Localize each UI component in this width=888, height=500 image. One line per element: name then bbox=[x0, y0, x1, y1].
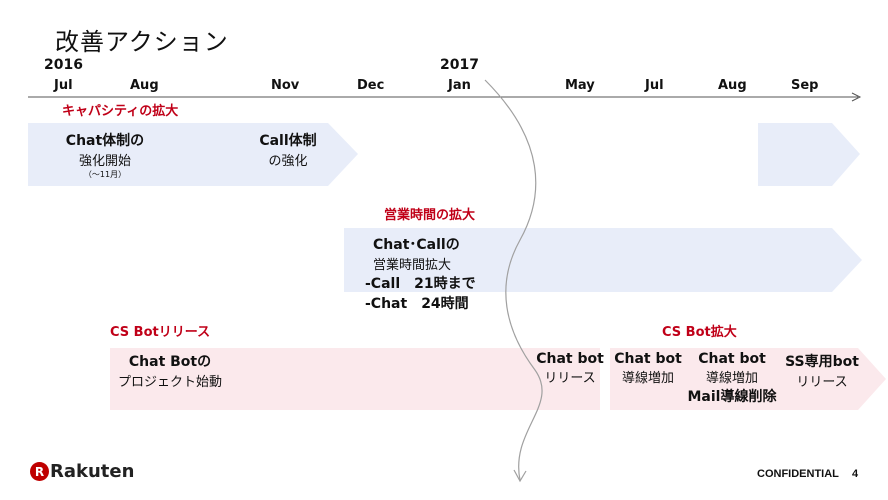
csbot-jul-line1: Chat bot bbox=[614, 351, 682, 367]
hours-item: Chat･Callの 営業時間拡大 -Call 21時まで -Chat 24時間 bbox=[365, 234, 476, 313]
capacity-call-line1: Call体制 bbox=[259, 133, 317, 149]
csbot-sep-line2: リリース bbox=[796, 375, 848, 390]
month-label-dec-2016: Dec bbox=[357, 78, 385, 93]
rakuten-logo-mark: R bbox=[30, 462, 49, 481]
csbot-expand-heading: CS Bot拡大 bbox=[662, 325, 737, 340]
csbot-aug-line2: 導線増加 bbox=[705, 371, 758, 386]
csbot-may-line2: リリース bbox=[544, 371, 596, 386]
capacity-band bbox=[28, 123, 358, 186]
csbot-expand-band bbox=[610, 348, 886, 410]
capacity-heading: キャパシティの拡大 bbox=[62, 104, 179, 119]
capacity-chat-note: （～11月） bbox=[83, 170, 127, 179]
month-label-sep-2017: Sep bbox=[791, 78, 819, 93]
capacity-band-right bbox=[758, 123, 860, 186]
csbot-aug-line3: Mail導線削除 bbox=[687, 389, 777, 405]
month-label-may-2017: May bbox=[565, 78, 595, 93]
capacity-call-item: Call体制 の強化 bbox=[240, 130, 336, 169]
rakuten-logo-text: Rakuten bbox=[50, 461, 135, 482]
capacity-chat-line1: Chat体制の bbox=[65, 133, 145, 149]
month-label-jul-2017: Jul bbox=[645, 78, 664, 93]
csbot-may-item: Chat bot リリース bbox=[528, 351, 612, 386]
csbot-project-line1: Chat Botの bbox=[128, 354, 212, 370]
month-label-aug-2016: Aug bbox=[130, 78, 159, 93]
month-label-jul-2016: Jul bbox=[54, 78, 73, 93]
page-title: 改善アクション bbox=[55, 28, 229, 56]
month-label-aug-2017: Aug bbox=[718, 78, 747, 93]
hours-line4: -Chat 24時間 bbox=[365, 296, 469, 312]
csbot-project-item: Chat Botの プロジェクト始動 bbox=[110, 351, 230, 390]
hours-line1: Chat･Callの bbox=[373, 237, 460, 253]
csbot-sep-item: SS専用bot リリース bbox=[776, 351, 868, 390]
hours-line2: 営業時間拡大 bbox=[373, 258, 452, 273]
page-number: 4 bbox=[852, 468, 859, 480]
year-label-2016: 2016 bbox=[44, 57, 83, 73]
csbot-jul-item: Chat bot 導線増加 bbox=[606, 351, 690, 386]
csbot-may-line1: Chat bot bbox=[536, 351, 604, 367]
csbot-release-heading: CS Botリリース bbox=[110, 325, 211, 340]
csbot-aug-item: Chat bot 導線増加 Mail導線削除 bbox=[680, 351, 784, 406]
hours-band bbox=[344, 228, 862, 292]
csbot-band bbox=[110, 348, 600, 410]
confidential-label: CONFIDENTIAL bbox=[757, 468, 839, 480]
csbot-project-line2: プロジェクト始動 bbox=[117, 375, 222, 390]
hours-line3: -Call 21時まで bbox=[365, 276, 476, 292]
capacity-chat-item: Chat体制の 強化開始 （～11月） bbox=[50, 130, 160, 180]
year-label-2017: 2017 bbox=[440, 57, 479, 73]
month-label-jan-2017: Jan bbox=[448, 78, 471, 93]
timeline-arrowhead bbox=[851, 92, 862, 102]
break-arrowhead bbox=[513, 469, 527, 483]
csbot-sep-line1: SS専用bot bbox=[785, 354, 859, 370]
hours-heading: 営業時間の拡大 bbox=[384, 208, 476, 223]
csbot-jul-line2: 導線増加 bbox=[621, 371, 674, 386]
capacity-chat-line2: 強化開始 bbox=[78, 154, 131, 169]
capacity-call-line2: の強化 bbox=[268, 154, 308, 169]
month-label-nov-2016: Nov bbox=[271, 78, 300, 93]
timeline-break-line bbox=[484, 79, 543, 481]
csbot-aug-line1: Chat bot bbox=[698, 351, 766, 367]
